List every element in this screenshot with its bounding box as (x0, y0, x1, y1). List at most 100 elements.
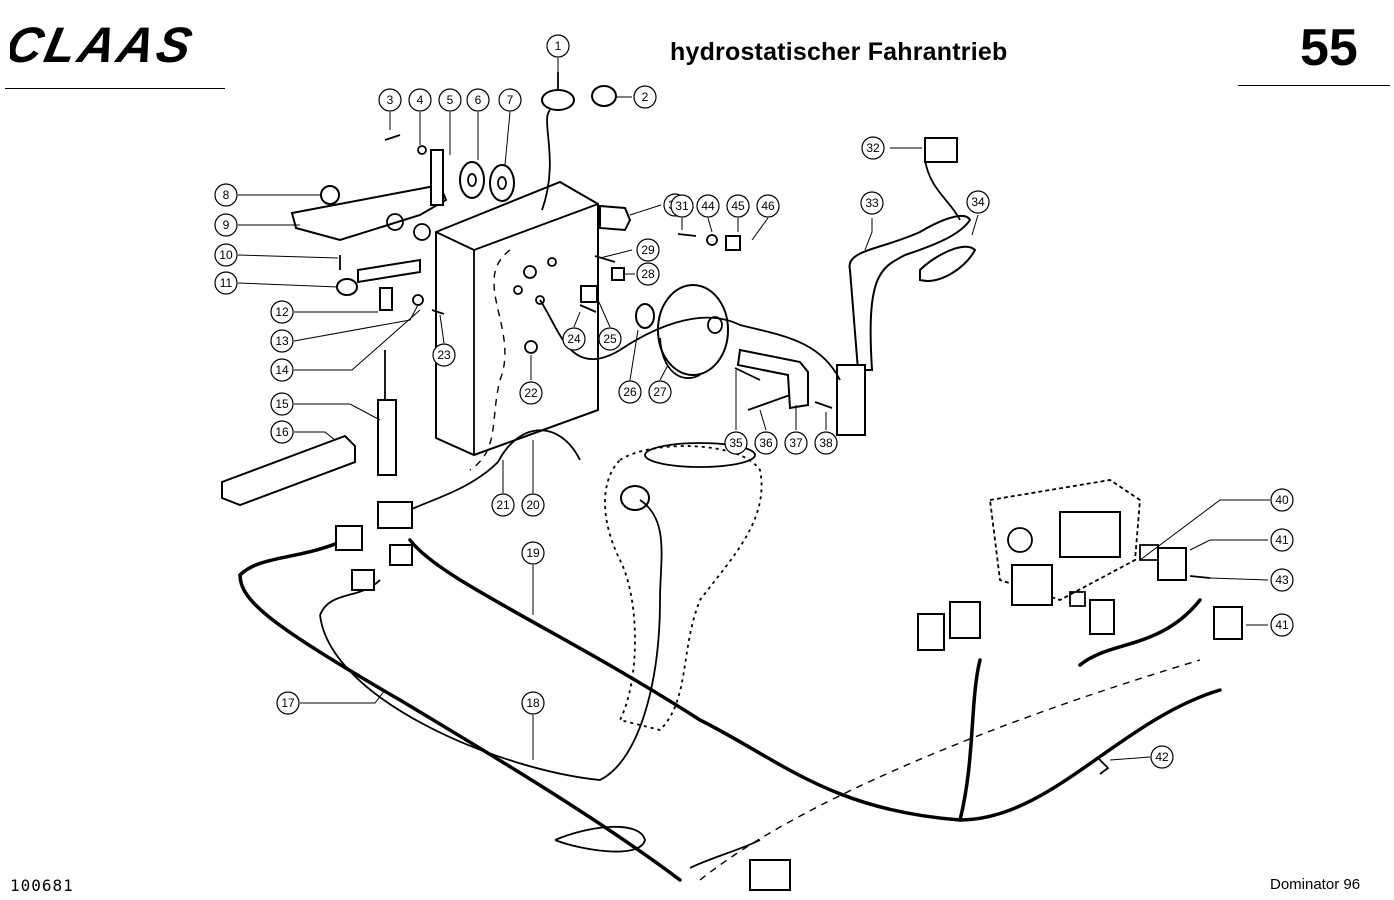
svg-text:21: 21 (496, 498, 510, 512)
svg-text:20: 20 (526, 498, 540, 512)
pump-unit (988, 479, 1141, 606)
svg-text:40: 40 (1275, 493, 1289, 507)
callout-43: 43 (1270, 568, 1294, 592)
svg-text:16: 16 (275, 425, 289, 439)
svg-text:11: 11 (220, 276, 233, 290)
claas-logo-icon: CLAAS (1, 17, 200, 73)
callout-26: 26 (618, 380, 642, 404)
connectors (335, 501, 1243, 891)
callout-1: 1 (546, 34, 570, 58)
svg-text:36: 36 (759, 436, 773, 450)
callout-32: 32 (861, 136, 885, 160)
machine-model: Dominator 96 (1270, 876, 1361, 893)
document-number: 100681 (10, 876, 74, 895)
svg-text:22: 22 (524, 386, 538, 400)
callout-33: 33 (860, 191, 884, 215)
callout-4: 4 (408, 88, 432, 112)
wiring-harness (238, 109, 1222, 882)
svg-text:25: 25 (603, 332, 617, 346)
svg-text:46: 46 (761, 199, 775, 213)
callout-16: 16 (270, 420, 294, 444)
svg-text:35: 35 (729, 436, 743, 450)
callout-8: 8 (214, 183, 238, 207)
callout-12: 12 (270, 300, 294, 324)
svg-text:44: 44 (701, 199, 715, 213)
callout-13: 13 (270, 329, 294, 353)
callout-18: 18 (521, 691, 545, 715)
callout-23: 23 (432, 343, 456, 367)
callout-5: 5 (438, 88, 462, 112)
spring-assembly (221, 350, 397, 507)
callout-36: 36 (754, 431, 778, 455)
callout-22: 22 (519, 381, 543, 405)
callout-28: 28 (636, 262, 660, 286)
svg-text:15: 15 (275, 397, 289, 411)
svg-text:1: 1 (555, 39, 562, 53)
callout-thirty-one: 31 (670, 194, 694, 218)
washers (459, 161, 515, 202)
callout-44: 44 (696, 194, 720, 218)
control-housing (435, 180, 599, 471)
header-divider-right (1238, 85, 1390, 86)
svg-text:37: 37 (789, 436, 803, 450)
svg-text:CLAAS: CLAAS (10, 20, 200, 70)
svg-text:5: 5 (447, 93, 454, 107)
callout-29: 29 (636, 238, 660, 262)
svg-text:29: 29 (641, 243, 655, 257)
svg-text:33: 33 (865, 196, 879, 210)
dial (635, 284, 729, 379)
svg-text:8: 8 (223, 188, 230, 202)
mount-bracket (734, 348, 809, 411)
header-divider-left (5, 88, 225, 89)
callout-35: 35 (724, 431, 748, 455)
drive-lever-handle (836, 137, 977, 436)
lever-bracket (290, 149, 448, 242)
svg-text:23: 23 (437, 348, 451, 362)
svg-text:6: 6 (475, 93, 482, 107)
callout-19: 19 (521, 541, 545, 565)
callout-17: 17 (276, 691, 300, 715)
gear-lever-outline (604, 442, 763, 731)
callout-6: 6 (466, 88, 490, 112)
callout-3: 3 (378, 88, 402, 112)
svg-text:2: 2 (642, 90, 649, 104)
callout-37: 37 (784, 431, 808, 455)
svg-text:45: 45 (731, 199, 745, 213)
svg-text:17: 17 (281, 696, 295, 710)
svg-text:10: 10 (219, 248, 233, 262)
page-number: 55 (1300, 19, 1358, 77)
svg-text:19: 19 (526, 546, 540, 560)
callout-38: 38 (814, 431, 838, 455)
callout-15: 15 (270, 392, 294, 416)
svg-text:12: 12 (275, 305, 289, 319)
svg-text:34: 34 (971, 195, 985, 209)
svg-text:31: 31 (675, 199, 689, 213)
svg-text:9: 9 (223, 218, 230, 232)
svg-text:27: 27 (653, 385, 667, 399)
brand-logo: CLAAS (1, 17, 230, 75)
callout-24: 24 (562, 327, 586, 351)
callout-9: 9 (214, 213, 238, 237)
svg-text:41: 41 (1275, 618, 1289, 632)
svg-text:41: 41 (1275, 533, 1289, 547)
callout-21: 21 (491, 493, 515, 517)
callout-41-upper: 41 (1270, 528, 1294, 552)
callout-40: 40 (1270, 488, 1294, 512)
svg-text:32: 32 (866, 141, 880, 155)
page-title: hydrostatischer Fahrantrieb (670, 38, 1008, 66)
svg-text:26: 26 (623, 385, 637, 399)
svg-text:13: 13 (275, 334, 289, 348)
svg-text:14: 14 (275, 363, 289, 377)
knob (541, 72, 617, 111)
callout-25: 25 (598, 327, 622, 351)
callout-14: 14 (270, 358, 294, 382)
svg-text:43: 43 (1275, 573, 1289, 587)
svg-text:42: 42 (1155, 750, 1169, 764)
callout-20: 20 (521, 493, 545, 517)
leader-lines (237, 58, 1270, 761)
callout-27: 27 (648, 380, 672, 404)
callout-2: 2 (633, 85, 657, 109)
svg-text:38: 38 (819, 436, 833, 450)
svg-text:24: 24 (567, 332, 581, 346)
